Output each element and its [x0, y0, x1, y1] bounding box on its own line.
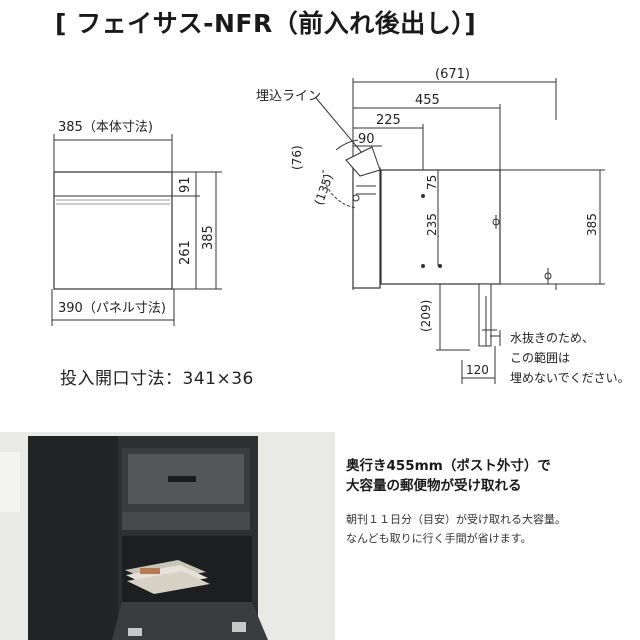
side-front-depth: 90 — [358, 132, 375, 147]
side-top-offset: (76) — [290, 145, 304, 170]
side-arc-radius: (135) — [312, 172, 336, 207]
promo-headline: 奥行き455mm（ポスト外寸）で 大容量の郵便物が受け取れる — [346, 456, 636, 496]
front-bottom-width-label: 390（パネル寸法) — [58, 301, 166, 316]
side-note-line-3: 埋めないでください。 — [510, 371, 630, 385]
side-overall-depth: (671) — [435, 67, 470, 82]
promo-headline-line-2: 大容量の郵便物が受け取れる — [346, 478, 522, 494]
promo-section: 奥行き455mm（ポスト外寸）で 大容量の郵便物が受け取れる 朝刊１１日分（目安… — [346, 456, 636, 548]
side-total-height: 385 — [585, 213, 599, 236]
side-note-line-2: この範囲は — [510, 350, 570, 365]
front-total-height: 385 — [201, 225, 216, 250]
opening-size-label: 投入開口寸法：341×36 — [60, 369, 254, 389]
front-lower-height: 261 — [178, 240, 193, 265]
dimension-drawing: 385（本体寸法) 390（パネル寸法) 91 261 385 (671) 45… — [51, 67, 630, 385]
front-upper-height: 91 — [178, 176, 193, 193]
side-note-line-1: 水抜きのため、 — [510, 331, 594, 345]
side-upper-drop: 75 — [425, 175, 439, 190]
side-depth-inner: 225 — [376, 113, 401, 128]
page-title: [ フェイサス-NFR（前入れ後出し）] — [55, 9, 477, 38]
side-lower-extension: (209) — [419, 300, 433, 332]
product-photo — [0, 432, 335, 640]
front-view — [51, 134, 222, 326]
side-view — [315, 78, 605, 384]
promo-body: 朝刊１１日分（目安）が受け取れる大容量。 なんども取りに行く手間が省けます。 — [346, 510, 636, 548]
side-depth-post: 455 — [415, 93, 440, 108]
promo-body-line-1: 朝刊１１日分（目安）が受け取れる大容量。 — [346, 513, 566, 526]
promo-body-line-2: なんども取りに行く手間が省けます。 — [346, 532, 532, 545]
embed-line-label: 埋込ライン — [256, 89, 321, 104]
promo-headline-line-1: 奥行き455mm（ポスト外寸）で — [346, 458, 551, 474]
side-bottom-width: 120 — [466, 363, 489, 377]
front-top-width-label: 385（本体寸法) — [58, 120, 153, 135]
side-mid-drop: 235 — [425, 213, 439, 236]
